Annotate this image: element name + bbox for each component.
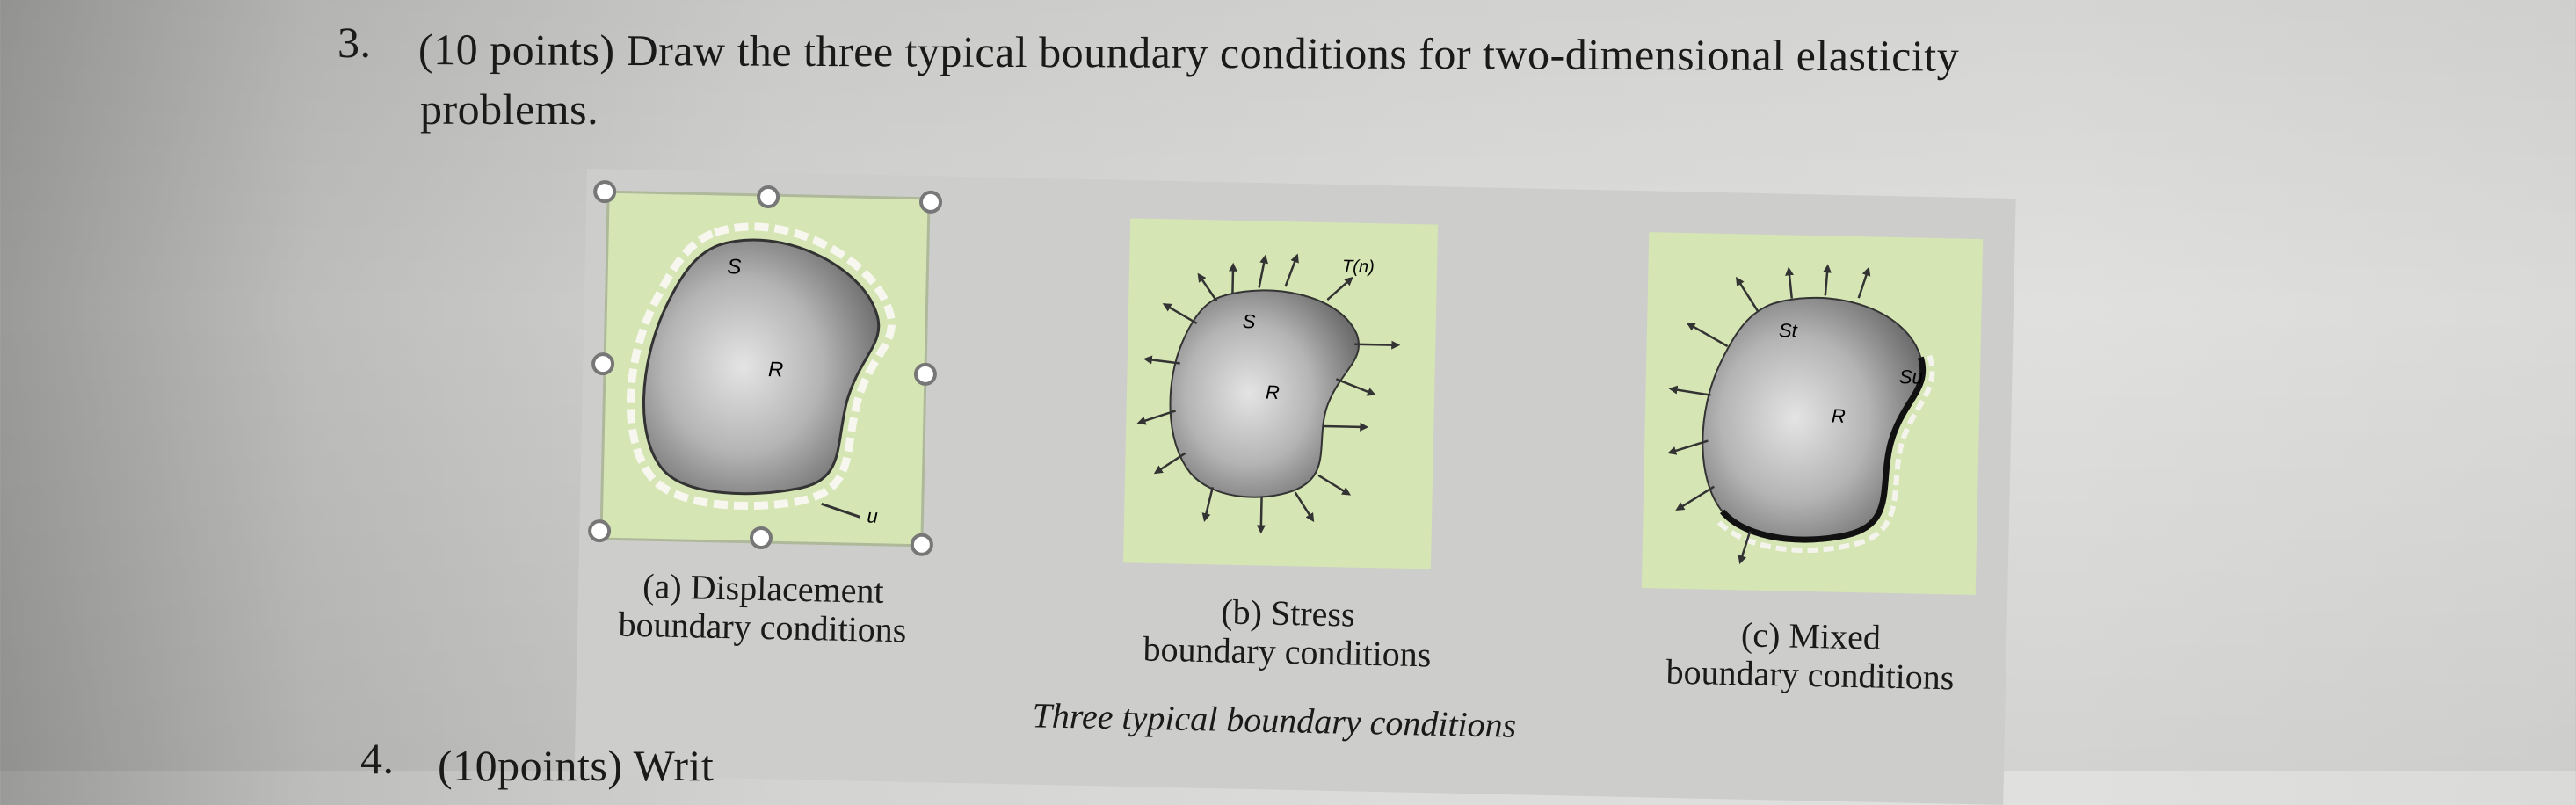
- question-4-number: 4.: [360, 734, 395, 783]
- displacement-pointer: [821, 502, 860, 519]
- traction-arrows: [1136, 253, 1401, 534]
- caption-b: (b) Stress boundary conditions: [1102, 591, 1473, 676]
- displacement-body-region: [642, 238, 881, 496]
- question-3-number: 3.: [337, 18, 372, 67]
- figure-b-stress: S R T(n): [1122, 218, 1439, 569]
- traction-label-tn: T(n): [1342, 257, 1375, 277]
- region-label-r: R: [768, 358, 784, 381]
- corner-handle-icon: [910, 533, 933, 556]
- corner-handle-icon: [588, 519, 612, 543]
- caption-a: (a) Displacement boundary conditions: [586, 566, 940, 650]
- boundary-label-s: S: [727, 255, 742, 279]
- displacement-boundary-segment: [1719, 356, 1927, 543]
- figure-c-mixed: St Su R: [1641, 232, 1984, 595]
- mixed-body-region: [1702, 297, 1923, 540]
- corner-handle-icon: [593, 180, 617, 204]
- displacement-dashed-boundary: [627, 222, 896, 510]
- displacement-boundary-label: Su: [1899, 366, 1923, 388]
- displacement-dashed-boundary: [1715, 354, 1935, 554]
- boundary-label-s: S: [1242, 310, 1256, 332]
- traction-boundary-segment: [1774, 296, 1922, 358]
- corner-handle-icon: [919, 190, 943, 214]
- corner-handle-icon: [757, 185, 780, 209]
- region-label-r: R: [1832, 405, 1847, 427]
- corner-handle-icon: [749, 526, 773, 549]
- traction-boundary-label: St: [1779, 319, 1798, 341]
- corner-handle-icon: [591, 352, 615, 376]
- caption-b-line2: boundary conditions: [1143, 628, 1432, 675]
- displacement-label-u: u: [867, 504, 878, 526]
- caption-a-line2: boundary conditions: [618, 604, 907, 650]
- caption-c-line2: boundary conditions: [1665, 651, 1955, 698]
- question-3-text-line1: (10 points) Draw the three typical bound…: [417, 25, 1960, 81]
- question-4-text-partial: (10points) Writ: [438, 741, 715, 790]
- traction-arrows: [1667, 264, 1871, 565]
- region-label-r: R: [1266, 381, 1281, 403]
- caption-c: (c) Mixed boundary conditions: [1625, 613, 1996, 699]
- question-3-text-line2: problems.: [420, 84, 599, 134]
- stress-body-region: [1169, 289, 1360, 498]
- corner-handle-icon: [913, 362, 937, 386]
- traction-boundary-segment-left: [1702, 302, 1774, 512]
- figure-a-displacement: S R u: [588, 180, 943, 556]
